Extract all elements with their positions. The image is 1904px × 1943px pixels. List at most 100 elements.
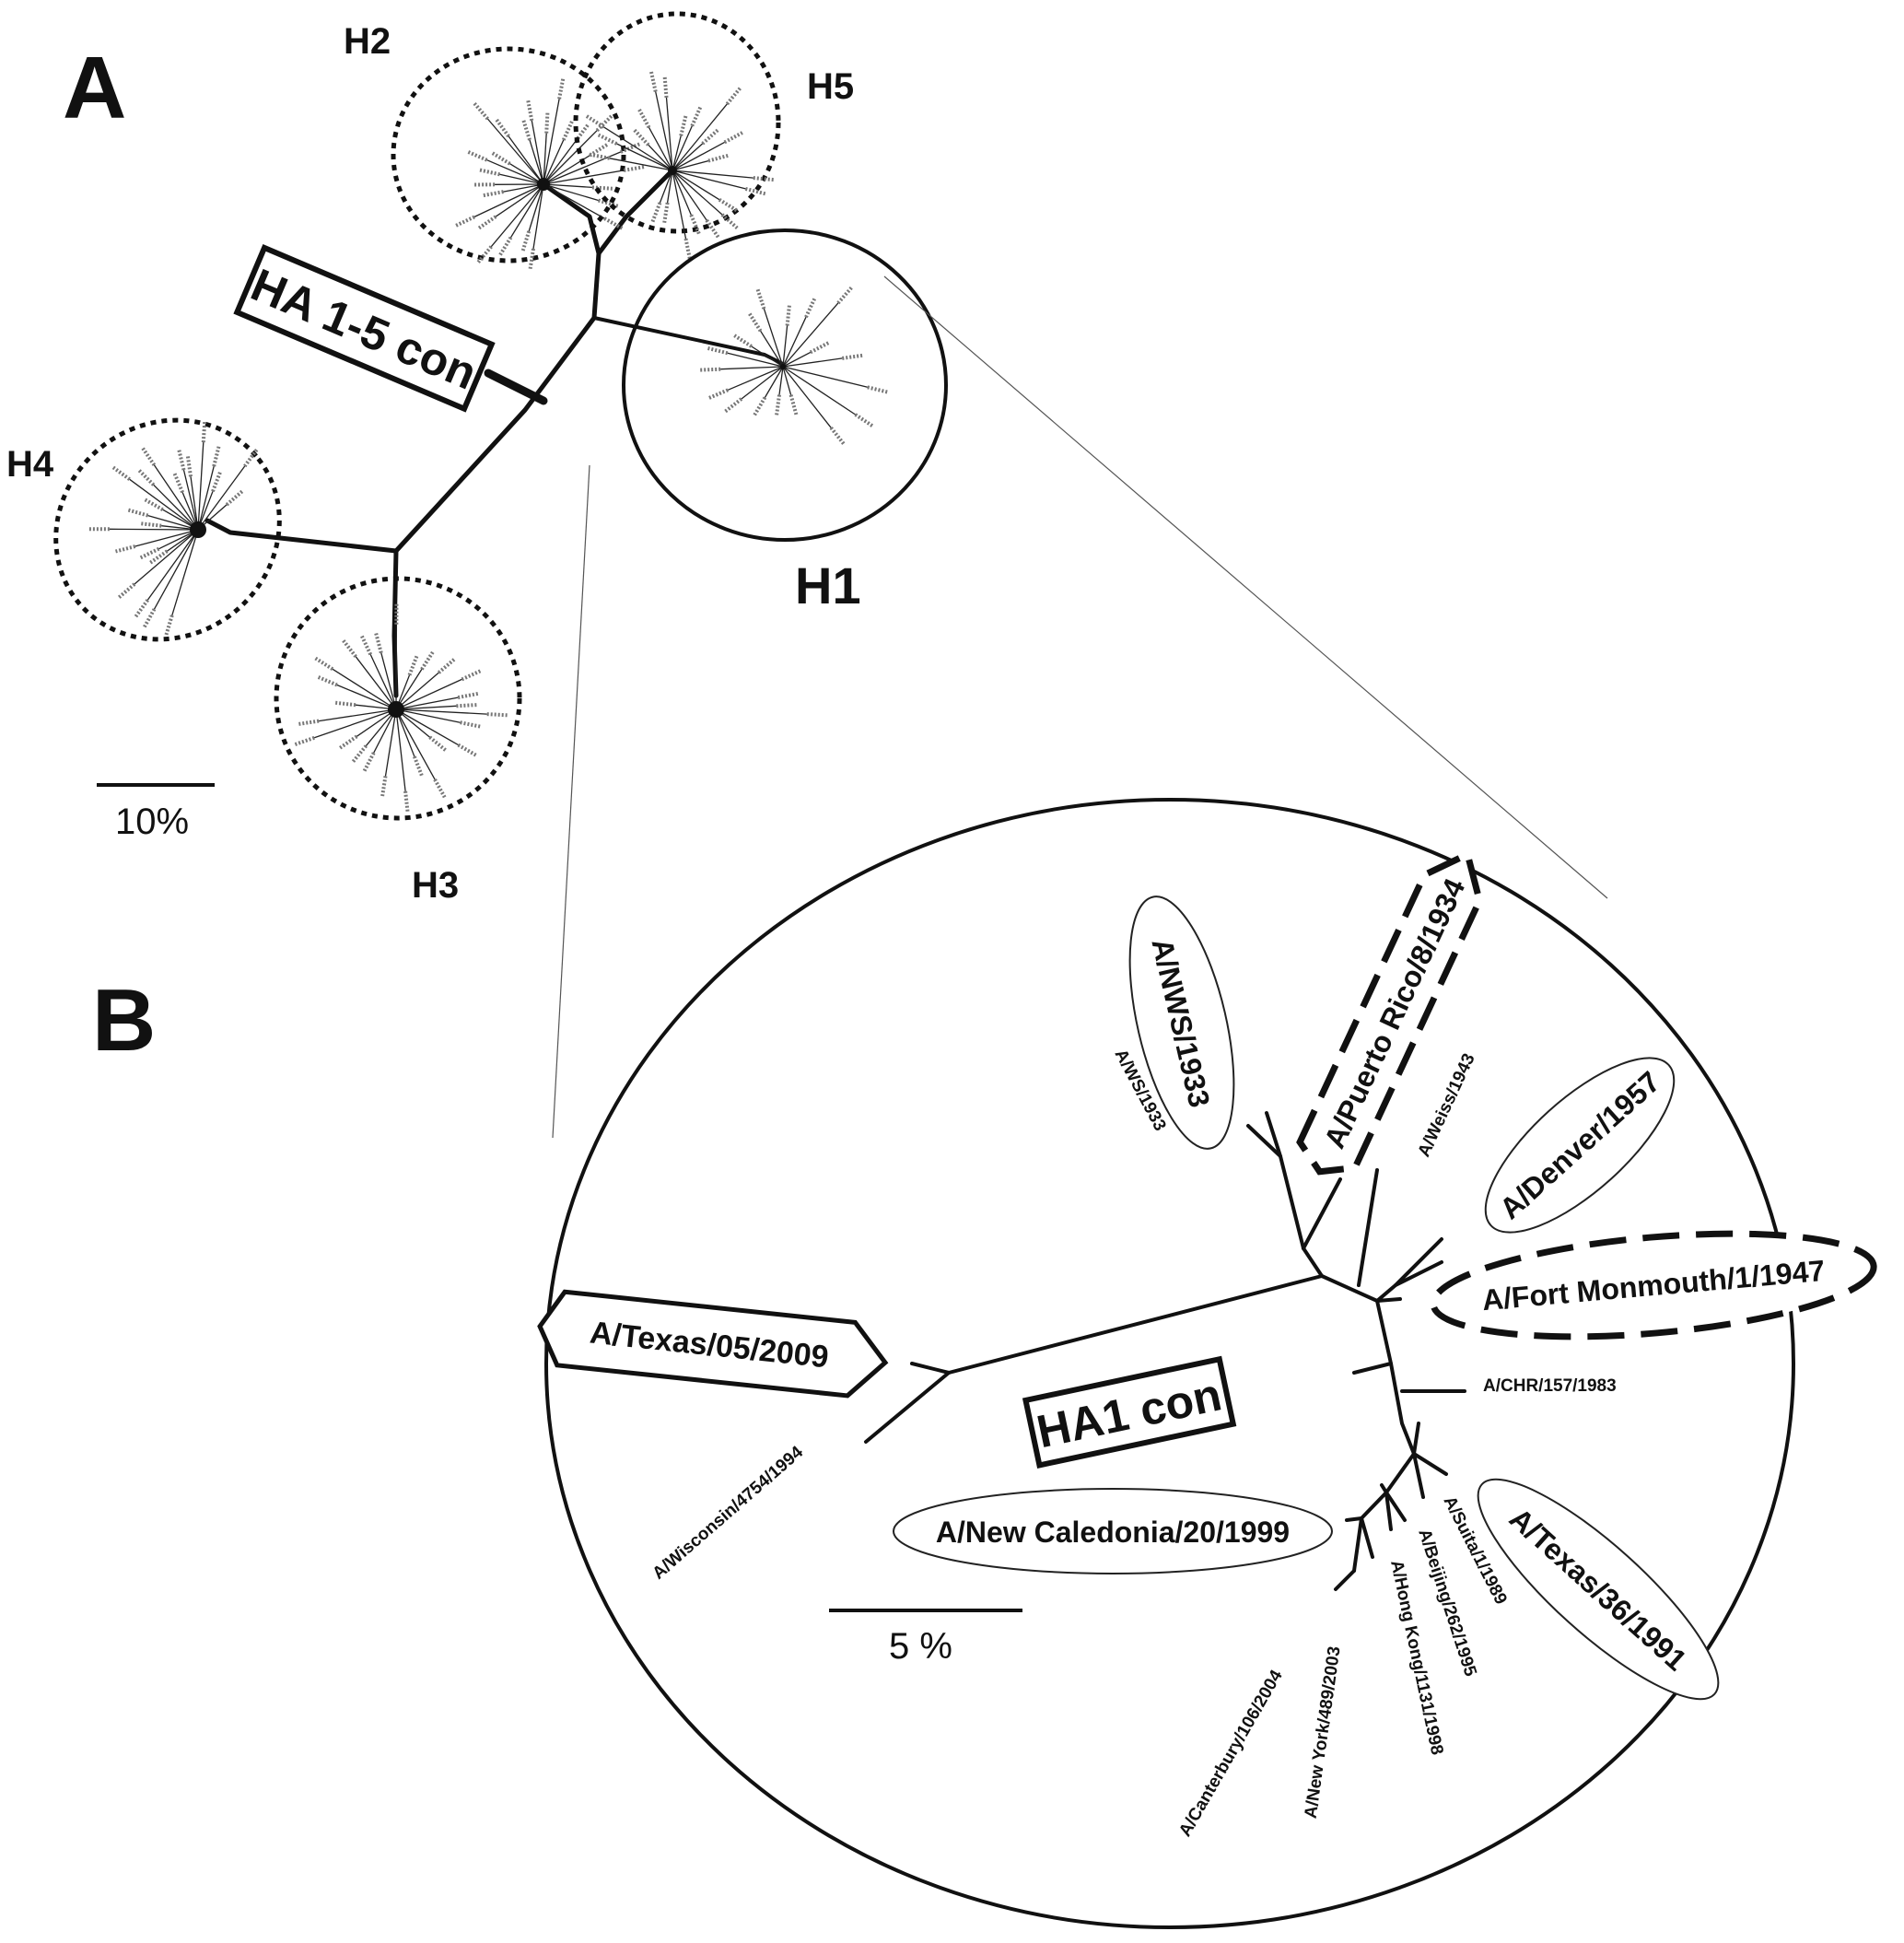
- tree-branch: [395, 696, 459, 710]
- leaf-label-mark: [460, 720, 481, 729]
- leaf-label-mark: [177, 450, 186, 471]
- tree-branch: [129, 478, 199, 531]
- tree-branch: [782, 302, 839, 368]
- h3-cluster: [274, 576, 522, 821]
- fort-monmouth-tag: A/Fort Monmouth/1/1947: [1430, 1230, 1877, 1340]
- panel-a-backbone: [204, 168, 785, 698]
- tree-branch: [672, 159, 709, 171]
- tree-branch: [395, 708, 406, 791]
- tree-branch: [332, 668, 397, 710]
- leaf-label-mark: [498, 236, 513, 256]
- tree-branch: [499, 173, 544, 185]
- tree-branch: [395, 678, 462, 710]
- tree-branch: [764, 366, 784, 398]
- leaf-label-mark: [707, 153, 729, 163]
- tree-branch: [727, 352, 784, 368]
- leaf-label-mark: [212, 446, 221, 467]
- leaf-label-mark: [141, 447, 157, 466]
- leaf-label-mark: [473, 101, 489, 121]
- tree-branch: [672, 170, 707, 221]
- clade-hub: [190, 521, 206, 538]
- leaf-label-mark: [114, 544, 136, 554]
- leaf-label-mark: [185, 456, 193, 477]
- wisconsin-1994-label: A/Wisconsin/4754/1994: [649, 1443, 808, 1584]
- tree-branch: [672, 170, 687, 240]
- h4-label: H4: [6, 444, 54, 485]
- tree-branch: [665, 97, 673, 171]
- tree-branch: [543, 170, 625, 185]
- scale-bar-b: 5 %: [829, 1609, 1022, 1667]
- leaf-label-mark: [788, 394, 799, 416]
- leaf-label-mark: [829, 427, 846, 445]
- leaf-label-mark: [139, 546, 160, 560]
- clade-hub: [537, 178, 550, 191]
- panel-a-letter: A: [63, 39, 126, 137]
- tree-branch: [509, 183, 544, 239]
- tree-branch: [197, 442, 204, 531]
- leaf-label-mark: [662, 202, 670, 224]
- new-york-2003-label: A/New York/489/2003: [1302, 1645, 1345, 1820]
- tree-branch: [655, 91, 673, 171]
- tree-branch: [672, 170, 753, 179]
- new-caledonia-label: A/New Caledonia/20/1999: [936, 1516, 1290, 1549]
- leaf-label-mark: [483, 190, 504, 198]
- leaf-label-mark: [724, 397, 743, 414]
- h1-cluster: [622, 228, 948, 542]
- tree-branch: [672, 143, 704, 171]
- tree-branch: [543, 139, 565, 185]
- tree-branch: [672, 170, 692, 216]
- clade-hub: [388, 701, 404, 718]
- ha1-consensus-box: HA1 con: [1022, 1355, 1237, 1469]
- h2-cluster: [391, 46, 645, 270]
- tree-branch: [528, 183, 544, 232]
- h1-label: H1: [795, 556, 861, 615]
- leaf-label-mark: [143, 608, 157, 628]
- leaf-label-mark: [380, 776, 388, 797]
- leaf-label-mark: [701, 128, 719, 146]
- ha-1-5-consensus-box: HA 1-5 con: [233, 244, 496, 413]
- tree-branch: [751, 345, 784, 368]
- tree-branch: [395, 672, 439, 710]
- h5-cluster: [573, 11, 781, 259]
- tree-branch: [197, 465, 215, 531]
- tree-branch: [313, 708, 397, 739]
- leaf-label-mark: [437, 658, 456, 674]
- leaf-label-mark: [479, 168, 500, 177]
- leaf-label-mark: [700, 367, 721, 372]
- h2-label: H2: [344, 21, 391, 62]
- leaf-label-mark: [362, 752, 376, 772]
- leaf-label-mark: [679, 115, 688, 136]
- leaf-label-mark: [595, 114, 613, 133]
- tree-branch: [395, 708, 461, 723]
- tree-branch: [727, 366, 784, 391]
- leaf-label-mark: [585, 114, 605, 129]
- leaf-label-mark: [707, 346, 729, 356]
- tree-branch: [146, 529, 199, 601]
- leaf-label-mark: [334, 700, 356, 708]
- tree-branch: [543, 183, 599, 202]
- tree-branch: [369, 654, 397, 710]
- leaf-label-mark: [521, 120, 531, 141]
- leaf-label-mark: [141, 521, 162, 528]
- tree-branch: [395, 705, 457, 710]
- leaf-label-mark: [748, 312, 763, 333]
- tree-branch: [672, 170, 746, 190]
- tree-branch: [666, 170, 673, 204]
- tree-branch: [648, 126, 673, 171]
- panel-b-letter: B: [92, 971, 156, 1070]
- leaf-label-mark: [718, 198, 738, 212]
- zoom-connectors: [552, 275, 1608, 1139]
- leaf-label-mark: [495, 118, 510, 138]
- tree-branch: [782, 366, 856, 416]
- tree-branch: [603, 126, 673, 171]
- leaf-label-mark: [520, 230, 531, 252]
- leaf-label-mark: [467, 150, 488, 162]
- leaf-label-mark: [733, 334, 753, 348]
- leaf-label-mark: [557, 78, 566, 99]
- tree-branch: [508, 135, 544, 185]
- tree-branch: [672, 135, 682, 171]
- tree-branch: [355, 656, 397, 710]
- h1-zoom-ellipse: [544, 798, 1795, 1929]
- tree-branch: [782, 357, 843, 368]
